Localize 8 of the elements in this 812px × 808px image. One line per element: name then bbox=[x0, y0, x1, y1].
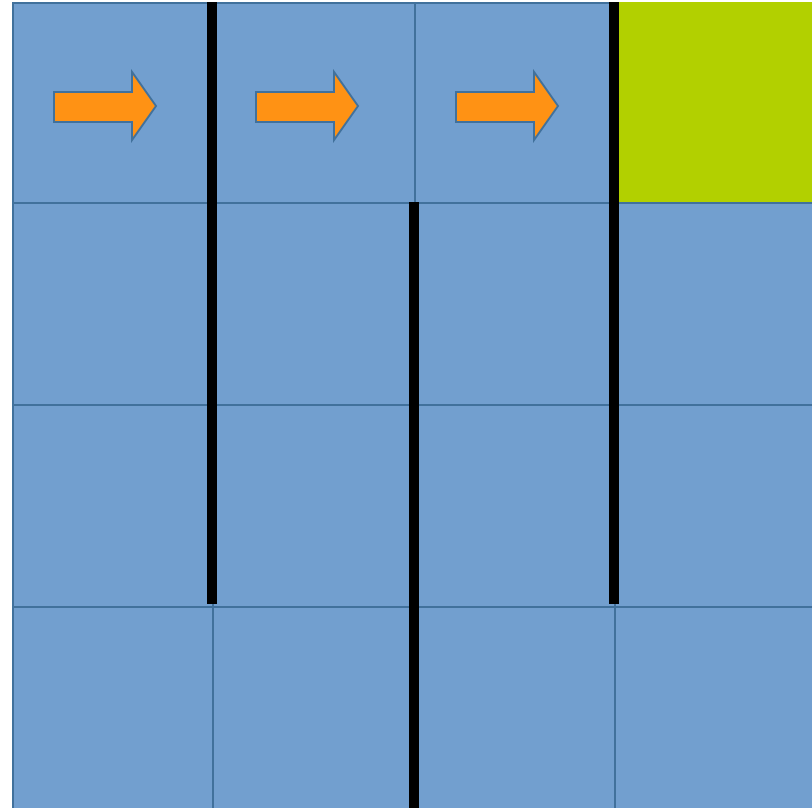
goal-cell bbox=[614, 2, 812, 204]
grid-cell bbox=[614, 606, 812, 808]
grid-cell bbox=[614, 202, 812, 406]
grid-cell bbox=[414, 606, 616, 808]
grid-cell bbox=[414, 404, 616, 608]
grid-cell bbox=[12, 404, 214, 608]
grid-cell bbox=[12, 606, 214, 808]
grid-cell bbox=[614, 404, 812, 608]
